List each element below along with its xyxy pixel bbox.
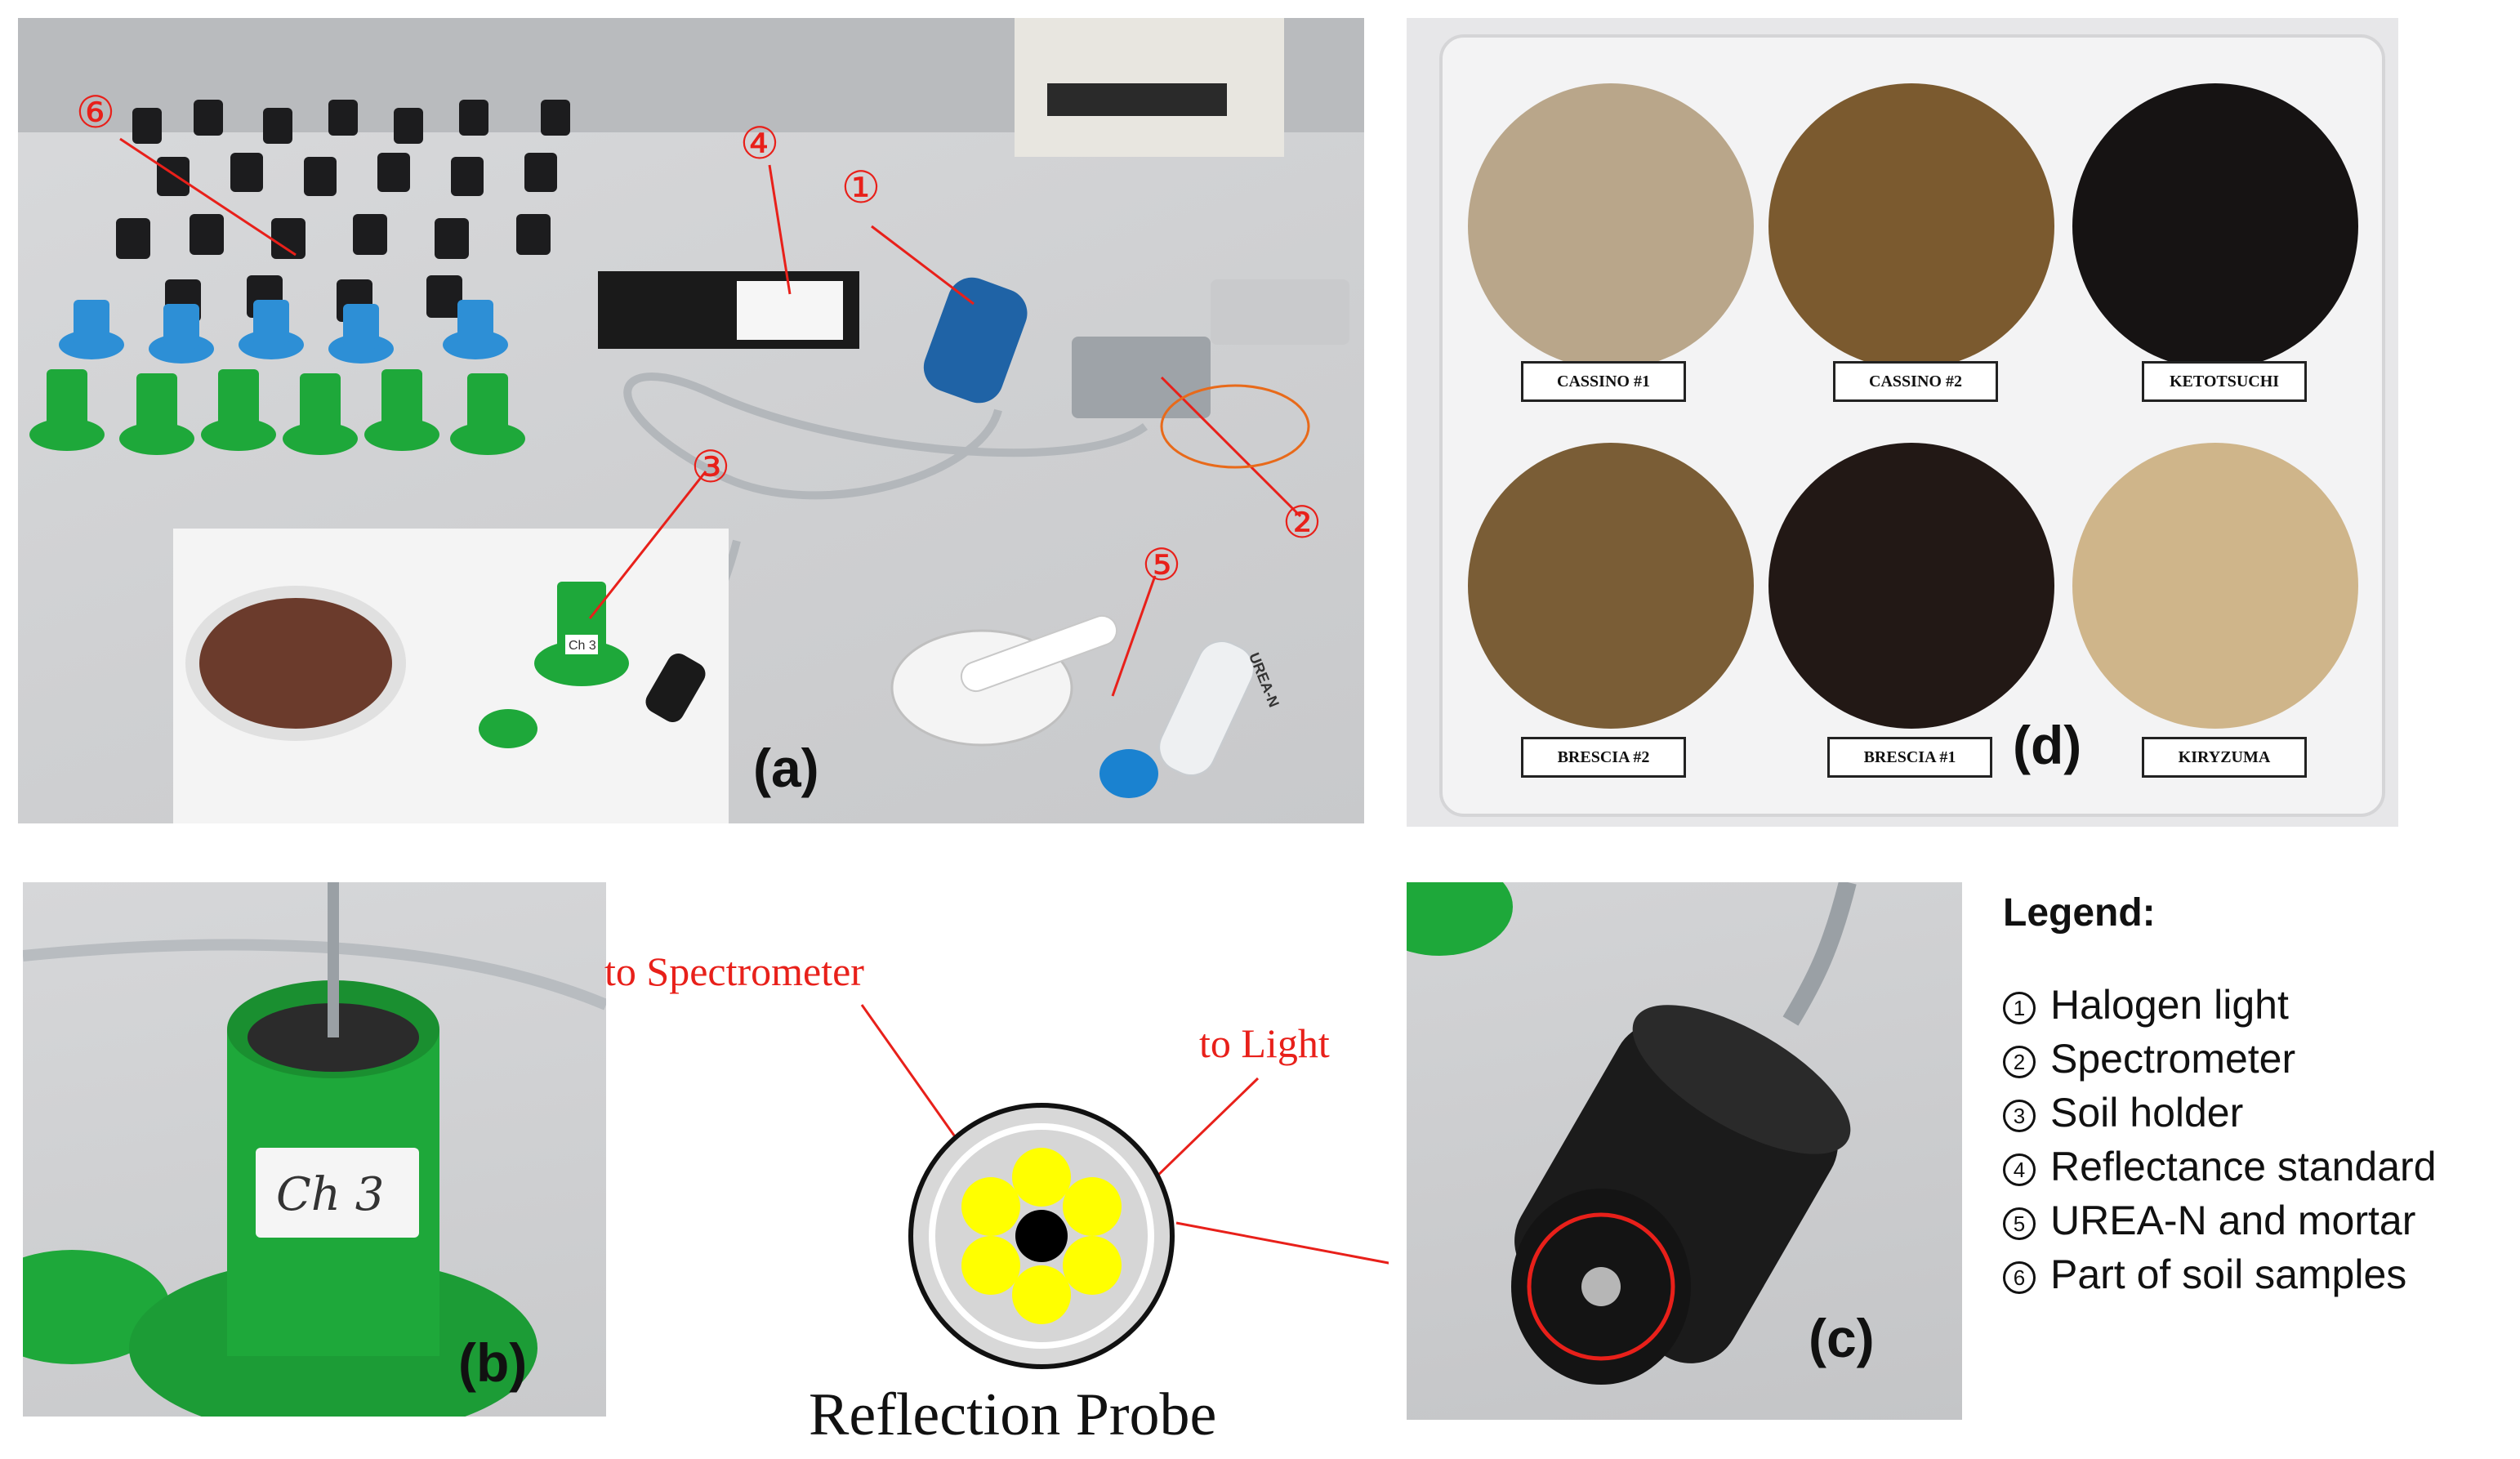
- holder-lid: [479, 709, 537, 748]
- to-light-label: to Light: [1199, 1020, 1330, 1066]
- soil-ketotsuchi: [2072, 83, 2358, 369]
- panel-a-photo: ⑥ ④ ① ③ ② ⑤ Ch 3 UREA-N (a): [18, 18, 1364, 823]
- callout-2: ②: [1282, 498, 1322, 547]
- panel-b-scene: [23, 882, 606, 1417]
- callout-3: ③: [690, 443, 731, 492]
- panel-a-scene: [18, 18, 1364, 823]
- light-fiber-4: [1012, 1265, 1071, 1324]
- vial-cap: [1099, 749, 1158, 798]
- spectrometer-fiber: [1015, 1210, 1068, 1262]
- callout-1: ①: [841, 163, 881, 212]
- spectrometer: [1072, 337, 1211, 418]
- panel-c-scene: [1407, 882, 1857, 1385]
- panel-c-label: (c): [1809, 1308, 1875, 1368]
- probe-link-line: [1175, 1221, 1389, 1265]
- halogen-light: [923, 277, 1028, 404]
- black-holders: [116, 100, 570, 322]
- soil-brescia-2: [1468, 443, 1754, 729]
- urea-vial: [1158, 640, 1255, 776]
- callout-6: ⑥: [75, 88, 116, 137]
- plate-label-5: BRESCIA #1: [1827, 737, 1992, 778]
- panel-b-photo: Ch 3 (b): [23, 882, 606, 1417]
- probe-title: Reflection Probe: [809, 1381, 1217, 1448]
- soil-cassino-1: [1468, 83, 1754, 369]
- annotation-lines: [119, 137, 1310, 697]
- callout-5: ⑤: [1141, 541, 1182, 590]
- light-fiber-2: [1063, 1177, 1122, 1236]
- plate-label-2: CASSINO #2: [1833, 361, 1998, 402]
- green-holders: [29, 369, 525, 455]
- panel-b-label: (b): [458, 1332, 528, 1393]
- light-fiber-5: [961, 1236, 1020, 1295]
- holder-tag-text: Ch 3: [276, 1168, 385, 1221]
- plate-label-4: BRESCIA #2: [1521, 737, 1686, 778]
- pestle: [960, 614, 1118, 693]
- soil-brescia-1: [1768, 443, 2054, 729]
- callout-4: ④: [739, 119, 780, 168]
- to-spectrometer-label: to Spectrometer: [604, 948, 864, 994]
- light-fiber-6: [961, 1177, 1020, 1236]
- soil-holder-tag: Ch 3: [569, 639, 596, 653]
- panel-c-photo: (c): [1407, 882, 1962, 1420]
- panel-a-label: (a): [753, 738, 819, 798]
- fiber-cable: [1782, 882, 1857, 1026]
- spectrometer-power: [1211, 279, 1349, 345]
- reflection-probe: [645, 653, 706, 723]
- light-fiber-3: [1063, 1236, 1122, 1295]
- probe-tip-highlight: [1527, 1212, 1675, 1361]
- panel-d-photo: CASSINO #1 CASSINO #2 KETOTSUCHI BRESCIA…: [1407, 18, 2398, 827]
- panel-d-label: (d): [2013, 715, 2082, 775]
- blue-holders: [59, 300, 508, 364]
- plate-label-3: KETOTSUCHI: [2142, 361, 2307, 402]
- soil-circles: [1468, 83, 2358, 729]
- probe-cross-section: [860, 1004, 1389, 1369]
- plate-label-1: CASSINO #1: [1521, 361, 1686, 402]
- soil-cassino-2: [1768, 83, 2054, 369]
- soil-kiryzuma: [2072, 443, 2358, 729]
- legend-title: Legend:: [2003, 891, 2156, 935]
- holder-tag: [256, 1148, 419, 1238]
- probe-diagram: to Spectrometer to Light Reflection Prob…: [604, 915, 1389, 1448]
- plate-label-6: KIRYZUMA: [2142, 737, 2307, 778]
- light-fiber-1: [1012, 1148, 1071, 1207]
- soil-in-dish: [199, 598, 392, 729]
- probe-tip: [1581, 1267, 1621, 1306]
